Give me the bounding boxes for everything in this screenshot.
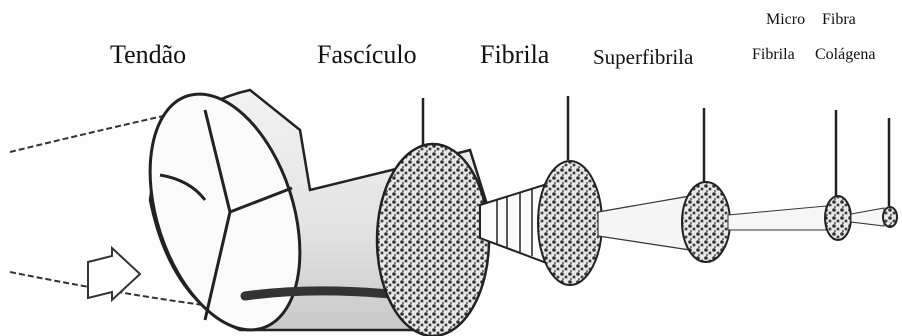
microfibril-connector — [728, 206, 826, 230]
superfibril-connector — [598, 196, 690, 250]
superfibril-cross-section — [682, 182, 730, 262]
collagen-fiber-cross-section — [883, 207, 897, 227]
fascicle-cross-section — [377, 144, 489, 336]
collagen-connector — [851, 208, 884, 226]
arrow-shape — [88, 248, 140, 300]
fibril-cross-section — [538, 161, 602, 285]
microfibril-cross-section — [825, 196, 851, 240]
